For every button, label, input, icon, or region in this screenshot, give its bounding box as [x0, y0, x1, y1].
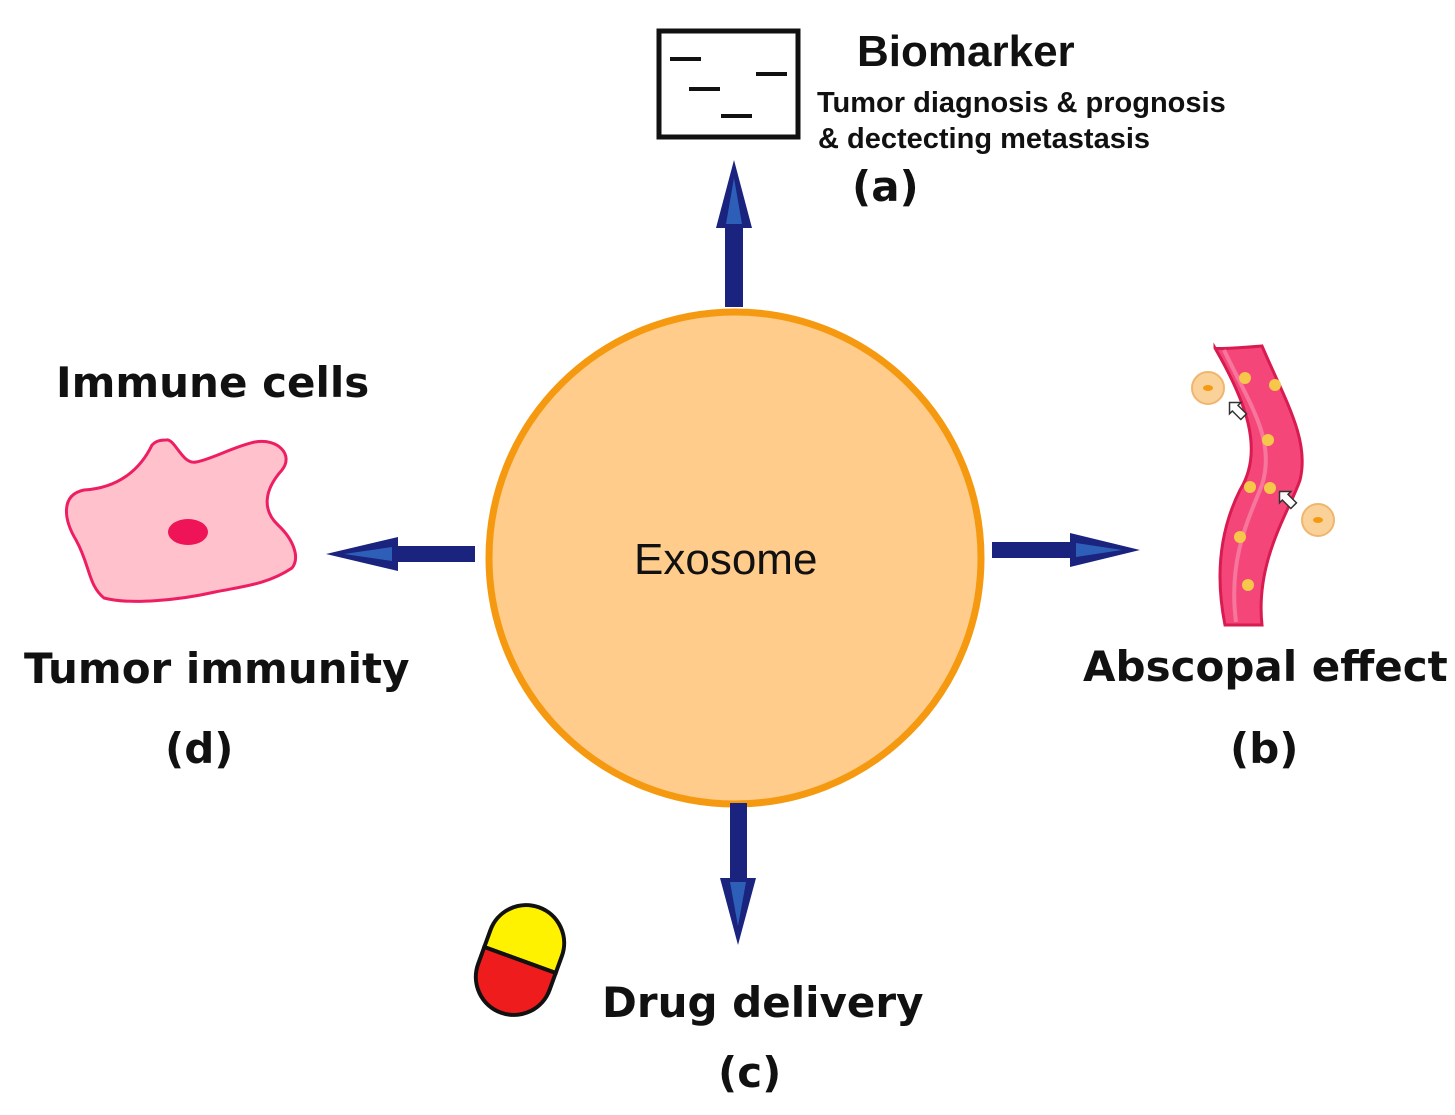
gel-icon — [656, 28, 801, 140]
arrow-up — [716, 160, 752, 307]
drug-delivery-label: Drug delivery — [602, 978, 924, 1027]
arrow-down — [720, 803, 756, 945]
nucleus-icon — [168, 519, 208, 545]
biomarker-title: Biomarker — [857, 27, 1075, 76]
arrow-left — [326, 537, 475, 571]
immune-cell-icon — [64, 438, 297, 603]
biomarker-desc-line1: Tumor diagnosis & prognosis — [817, 87, 1226, 119]
abscopal-effect-label: Abscopal effect — [1083, 642, 1448, 691]
tag-b: (b) — [1230, 724, 1299, 773]
tag-c: (c) — [718, 1048, 782, 1097]
arrow-right — [992, 533, 1140, 567]
immune-cells-title: Immune cells — [56, 358, 370, 407]
exosome-label: Exosome — [634, 535, 818, 584]
tag-a: (a) — [852, 162, 919, 211]
blood-vessel-icon — [1191, 344, 1335, 627]
biomarker-desc-line2: & dectecting metastasis — [818, 123, 1151, 155]
tumor-immunity-label: Tumor immunity — [24, 644, 410, 693]
capsule-icon — [473, 903, 567, 1017]
tag-d: (d) — [165, 724, 234, 773]
